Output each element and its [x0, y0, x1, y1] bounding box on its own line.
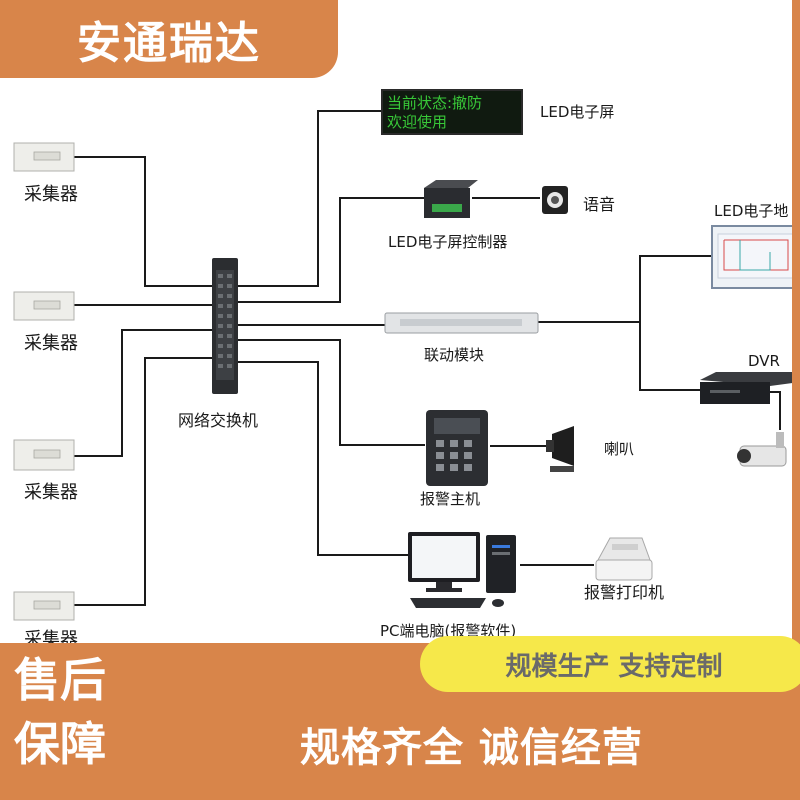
- collector-device-1: [13, 142, 75, 172]
- led-map-screen-device: [711, 225, 800, 289]
- dvr-label: DVR: [748, 352, 780, 370]
- collector-label-1: 采集器: [24, 184, 78, 205]
- line-dvr: [639, 322, 700, 391]
- collector-label-2: 采集器: [24, 333, 78, 354]
- line-collector-1: [74, 156, 218, 287]
- pc-label: PC端电脑(报警软件): [380, 622, 516, 640]
- dvr-device: [700, 372, 800, 404]
- led-map-label: LED电子地: [714, 202, 788, 220]
- pc-device: [408, 532, 516, 608]
- voice-label: 语音: [583, 195, 615, 214]
- feature-pill-text: 规模生产 支持定制: [505, 651, 723, 682]
- collector-label-3: 采集器: [24, 482, 78, 503]
- service-badge: 售后 保障: [14, 648, 274, 800]
- led-screen-label: LED电子屏: [540, 103, 614, 121]
- led-screen-line1: 当前状态:撤防: [387, 94, 482, 112]
- printer-device: [595, 537, 653, 581]
- voice-speaker-device: [542, 186, 568, 214]
- horn-device: [546, 426, 574, 472]
- horn-label: 喇叭: [604, 440, 634, 458]
- right-edge-strip: [792, 0, 800, 800]
- feature-pill: 规模生产 支持定制: [420, 636, 800, 692]
- linkage-label: 联动模块: [424, 346, 484, 364]
- collector-device-4: [13, 591, 75, 621]
- collector-device-2: [13, 291, 75, 321]
- line-pc: [234, 361, 408, 556]
- line-collector-4: [74, 357, 218, 606]
- led-controller-device: [424, 180, 478, 218]
- line-led-map: [538, 255, 712, 323]
- switch-label: 网络交换机: [178, 411, 258, 430]
- slogan-text: 规格齐全 诚信经营: [300, 725, 643, 771]
- led-screen-line2: 欢迎使用: [387, 113, 447, 131]
- printer-label: 报警打印机: [584, 583, 664, 602]
- brand-banner: 安通瑞达: [0, 0, 338, 78]
- collector-device-3: [13, 439, 75, 471]
- led-screen-device: [381, 89, 523, 135]
- line-alarm-host: [238, 339, 425, 446]
- network-switch-device: [212, 258, 238, 394]
- service-line-2: 保障: [14, 717, 106, 771]
- camera-device: [737, 432, 787, 467]
- line-led-screen: [236, 110, 382, 287]
- line-led-controller: [236, 197, 424, 303]
- brand-name: 安通瑞达: [77, 18, 261, 69]
- linkage-module-device: [384, 312, 539, 334]
- service-line-1: 售后: [14, 653, 106, 707]
- led-controller-label: LED电子屏控制器: [388, 233, 507, 251]
- alarm-host-device: [426, 410, 488, 486]
- alarm-host-label: 报警主机: [420, 490, 480, 508]
- line-collector-3: [74, 329, 218, 457]
- connection-lines: [74, 110, 781, 606]
